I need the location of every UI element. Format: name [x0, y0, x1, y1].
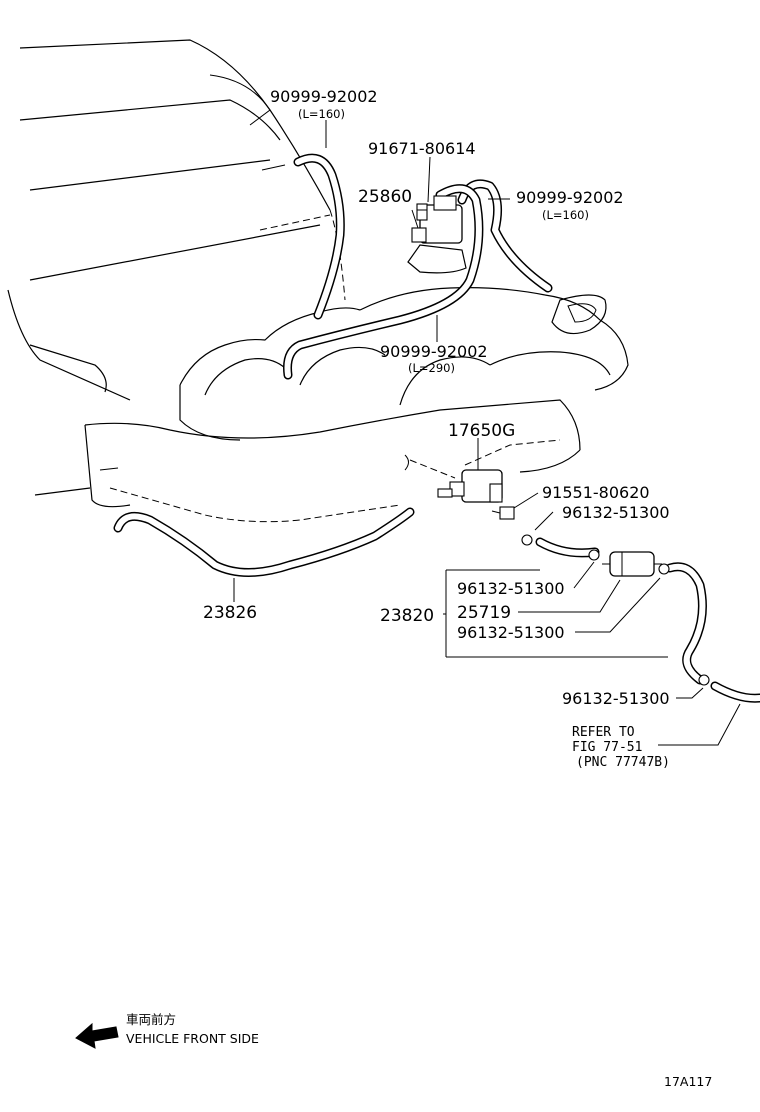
label-hose-mid: 90999-92002 [380, 342, 488, 361]
label-screw: 91671-80614 [368, 139, 476, 158]
engine-outline [7, 39, 629, 523]
label-bolt: 91551-80620 [542, 483, 650, 502]
clamps [521, 534, 710, 686]
label-clamp-3: 96132-51300 [457, 623, 565, 642]
label-hose-mid-length: (L=290) [408, 361, 455, 375]
vsv-lower [437, 469, 503, 503]
screw [416, 203, 428, 221]
refer-line-1: REFER TO [572, 725, 635, 740]
label-hose-upper-right-length: (L=160) [542, 208, 589, 222]
direction-english: VEHICLE FRONT SIDE [126, 1031, 259, 1046]
leader-lines [233, 120, 741, 746]
label-hose-lower-left: 23826 [203, 603, 257, 623]
bolt [491, 506, 515, 520]
label-vsv-upper: 25860 [358, 187, 412, 207]
label-clamp-4: 96132-51300 [562, 689, 670, 708]
label-hose-upper-left-length: (L=160) [298, 107, 345, 121]
refer-line-3: (PNC 77747B) [576, 755, 670, 770]
refer-line-2: FIG 77-51 [572, 740, 642, 755]
label-clamp-1: 96132-51300 [562, 503, 670, 522]
label-filter: 25719 [457, 603, 511, 623]
label-hose-assy: 23820 [380, 606, 434, 626]
arrow-left-icon [75, 1022, 119, 1049]
direction-japanese: 車両前方 [126, 1012, 176, 1027]
label-clamp-2: 96132-51300 [457, 579, 565, 598]
figure-code: 17A117 [664, 1074, 712, 1089]
filter [602, 551, 662, 577]
label-hose-upper-left: 90999-92002 [270, 87, 378, 106]
part-labels: 90999-92002 (L=160) 91671-80614 25860 90… [203, 87, 670, 770]
vsv-upper [407, 195, 467, 274]
label-hose-upper-right: 90999-92002 [516, 188, 624, 207]
vehicle-direction: 車両前方 VEHICLE FRONT SIDE [75, 1012, 259, 1049]
label-vsv-lower: 17650G [448, 421, 515, 441]
